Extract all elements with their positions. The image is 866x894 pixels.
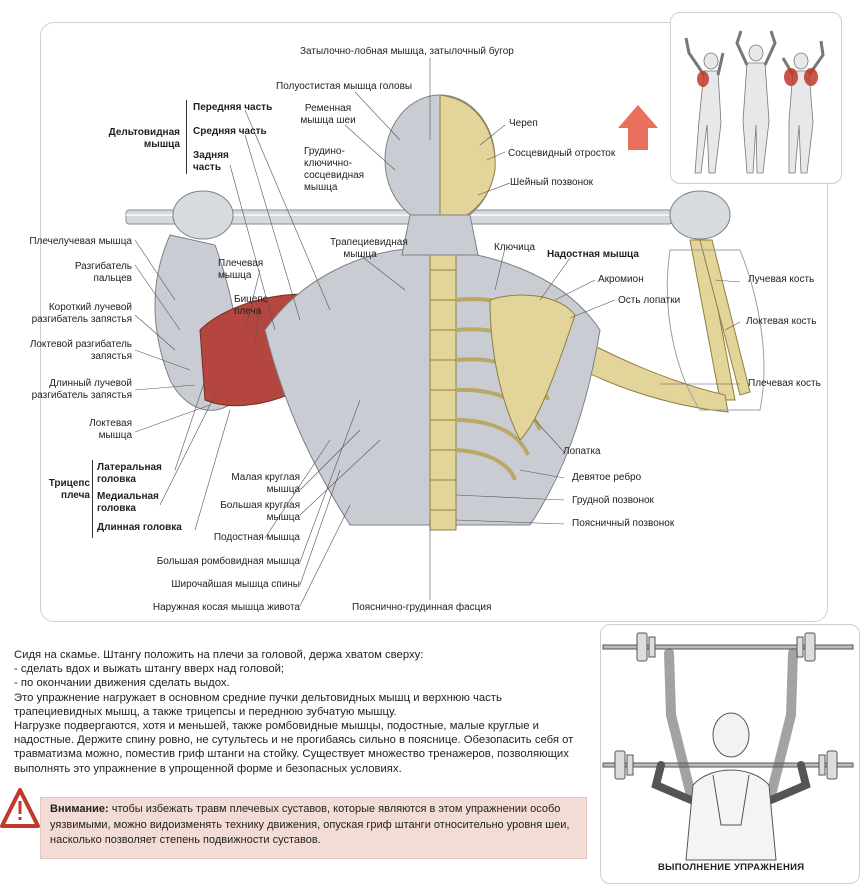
label-mastoid: Сосцевидный отросток	[508, 148, 616, 159]
label-triceps-lat: Латеральная головка	[97, 462, 162, 485]
warning-box	[40, 797, 587, 859]
description-line-1: Сидя на скамье. Штангу положить на плечи…	[14, 649, 424, 661]
label-acromion: Акромион	[598, 274, 644, 285]
label-deltoid-rear: Задняя часть	[193, 150, 229, 173]
label-ulna: Локтевая кость	[746, 316, 817, 327]
description-line-2: - сделать вдох и выжать штангу вверх над…	[14, 663, 285, 676]
label-scapula-spine: Ость лопатки	[618, 295, 681, 306]
label-clavicle: Ключица	[494, 242, 536, 253]
label-skull: Череп	[509, 118, 538, 129]
label-long-radial-ext: Длинный лучевой разгибатель запястья	[31, 378, 132, 401]
label-deltoid-middle: Средняя часть	[193, 126, 267, 137]
label-radius: Лучевая кость	[748, 274, 815, 285]
label-deltoid-front: Передняя часть	[193, 102, 273, 113]
warning-title: Внимание:	[50, 803, 109, 815]
label-short-radial-ext: Короткий лучевой разгибатель запястья	[31, 302, 132, 325]
muscle-figures-image	[684, 30, 825, 174]
label-trapezius: Трапециевидная мышца	[330, 237, 408, 260]
label-splenius: Ременная мышца шеи	[300, 103, 356, 126]
label-occipital: Затылочно-лобная мышца, затылочный бугор	[300, 46, 514, 57]
label-teres-minor: Малая круглая мышца	[231, 472, 300, 495]
muscle-figures-inset	[670, 12, 842, 184]
exercise-description: Сидя на скамье. Штангу положить на плечи…	[14, 648, 592, 776]
label-triceps-med: Медиальная головка	[97, 491, 159, 514]
label-brachioradialis: Плечелучевая мышца	[29, 236, 132, 247]
warning-body: чтобы избежать травм плечевых суставов, …	[50, 803, 570, 846]
label-rhomboid: Большая ромбовидная мышца	[156, 556, 300, 567]
label-teres-major: Большая круглая мышца	[220, 500, 300, 523]
label-lumbar: Поясничный позвонок	[572, 518, 675, 529]
label-ninth-rib: Девятое ребро	[572, 472, 642, 483]
label-ulnar-ext: Локтевой разгибатель запястья	[29, 339, 132, 362]
description-line-5: Нагрузке подвергаются, хотя и меньшей, т…	[14, 720, 574, 775]
description-line-4: Это упражнение нагружает в основном сред…	[14, 691, 502, 718]
label-anconeus: Локтевая мышца	[89, 418, 132, 441]
label-humerus: Плечевая кость	[748, 378, 821, 389]
label-biceps: Бицепс плеча	[234, 294, 268, 317]
label-cervical: Шейный позвонок	[510, 177, 594, 188]
exercise-demo-image	[602, 632, 854, 861]
label-lats: Широчайшая мышца спины	[171, 579, 300, 590]
anatomy-illustration	[125, 58, 765, 607]
label-scapula: Лопатка	[563, 446, 601, 457]
description-line-3: - по окончании движения сделать выдох.	[14, 677, 230, 690]
label-thoracic: Грудной позвонок	[572, 495, 654, 506]
deltoid-bracket	[186, 100, 187, 174]
label-oblique: Наружная косая мышца живота	[152, 602, 300, 613]
exercise-demo-inset	[600, 624, 860, 884]
exercise-caption: ВЫПОЛНЕНИЕ УПРАЖНЕНИЯ	[658, 862, 805, 873]
label-infraspinatus: Подостная мышца	[213, 532, 300, 543]
triceps-bracket	[92, 460, 93, 538]
label-finger-ext: Разгибатель пальцев	[74, 261, 132, 284]
label-fascia: Пояснично-грудинная фасция	[352, 602, 492, 613]
label-supraspinatus: Надостная мышца	[547, 249, 639, 260]
label-sternocleido: Грудино-ключично-сосцевидная мышца	[304, 146, 365, 193]
label-brachialis: Плечевая мышца	[218, 258, 264, 281]
label-triceps-title: Трицепс плеча	[48, 478, 90, 501]
warning-text: Внимание: чтобы избежать травм плечевых …	[50, 802, 575, 849]
label-semispinalis: Полуостистая мышца головы	[276, 81, 413, 92]
label-triceps-long: Длинная головка	[97, 522, 182, 533]
label-deltoid-title: Дельтовидная мышца	[108, 127, 180, 150]
